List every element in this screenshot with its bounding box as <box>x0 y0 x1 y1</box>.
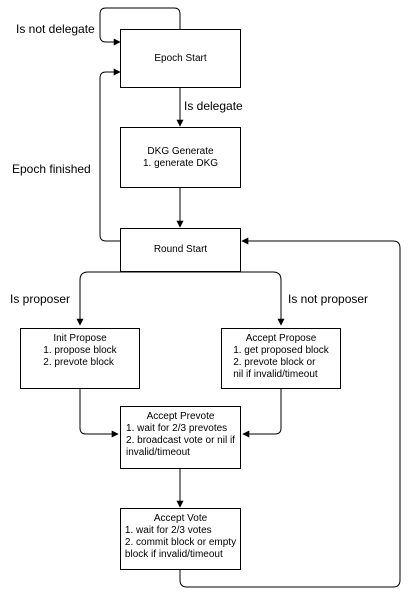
node-init-propose-line: 1. propose block <box>43 345 117 356</box>
node-accept-propose-title: Accept Propose <box>245 333 317 344</box>
edge-accept-propose-to-prevote <box>242 389 282 438</box>
label-epoch-finished: Epoch finished <box>12 162 91 176</box>
node-accept-propose-line: 1. get proposed block <box>233 345 329 356</box>
edge-is-proposer <box>76 271 180 326</box>
edge-is-not-delegate <box>99 7 181 46</box>
node-accept-prevote-line: 2. broadcast vote or nil if <box>126 435 235 446</box>
node-init-propose-lines: 1. propose block 2. prevote block <box>43 345 116 369</box>
node-accept-vote-line: 2. commit block or empty <box>124 537 237 548</box>
node-epoch-start-title: Epoch Start <box>154 52 207 64</box>
node-accept-prevote-line: invalid/timeout <box>126 447 190 458</box>
label-is-not-delegate: Is not delegate <box>16 22 95 36</box>
node-round-start-title: Round Start <box>153 244 208 255</box>
node-accept-prevote-title: Accept Prevote <box>146 411 215 422</box>
node-init-propose: Init Propose 1. propose block 2. prevote… <box>20 328 140 389</box>
edge-vote-to-round <box>179 237 401 588</box>
node-accept-vote-line: block if invalid/timeout <box>124 549 223 560</box>
label-is-not-proposer: Is not proposer <box>288 292 369 306</box>
node-accept-propose-line: 2. prevote block or <box>233 357 316 368</box>
label-is-delegate: Is delegate <box>184 99 243 113</box>
node-accept-vote-title: Accept Vote <box>153 513 208 524</box>
node-dkg-generate-title: DKG Generate <box>147 145 214 157</box>
node-dkg-generate-line: 1. generate DKG <box>142 157 219 169</box>
node-accept-vote: Accept Vote 1. wait for 2/3 votes 2. com… <box>120 508 241 570</box>
node-accept-prevote-lines: 1. wait for 2/3 prevotes 2. broadcast vo… <box>126 423 235 459</box>
edge-is-not-proposer <box>180 271 285 326</box>
node-accept-propose: Accept Propose 1. get proposed block 2. … <box>221 328 341 389</box>
node-accept-prevote-line: 1. wait for 2/3 prevotes <box>126 423 228 434</box>
node-round-start: Round Start <box>120 228 241 272</box>
node-init-propose-title: Init Propose <box>53 333 107 344</box>
node-accept-prevote: Accept Prevote 1. wait for 2/3 prevotes … <box>120 406 241 469</box>
edge-init-to-prevote <box>79 389 119 438</box>
node-accept-propose-lines: 1. get proposed block 2. prevote block o… <box>233 345 329 381</box>
node-epoch-start: Epoch Start <box>120 29 241 88</box>
node-dkg-generate: DKG Generate 1. generate DKG <box>120 127 241 188</box>
edge-epoch-finished <box>99 68 121 242</box>
node-init-propose-line: 2. prevote block <box>43 357 114 368</box>
node-accept-vote-line: 1. wait for 2/3 votes <box>124 525 212 536</box>
node-accept-vote-lines: 1. wait for 2/3 votes 2. commit block or… <box>125 525 236 561</box>
label-is-proposer: Is proposer <box>10 292 71 306</box>
node-accept-propose-line: nil if invalid/timeout <box>233 369 318 380</box>
